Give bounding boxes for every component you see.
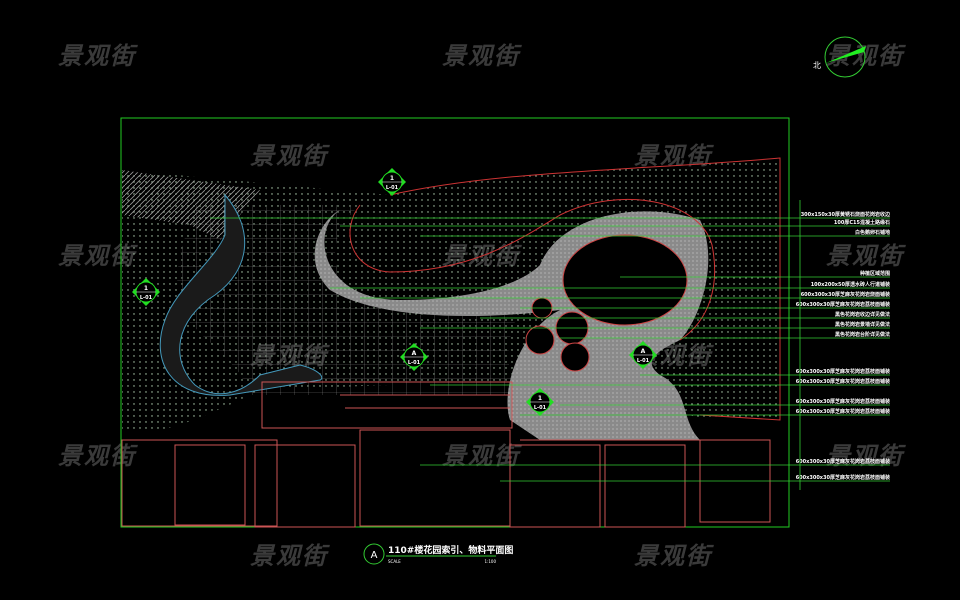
material-label: 黑色花岗岩景墙详见做法	[835, 321, 890, 328]
title-marker: A	[371, 550, 378, 561]
material-label: 600x300x30厚芝麻灰花岗岩荔枝面铺装	[796, 368, 890, 375]
detail-callout[interactable]: A L-01	[400, 343, 428, 371]
material-label: 300x150x30厚黄锈石烧面花岗岩收边	[801, 211, 891, 218]
detail-callout[interactable]: A L-01	[629, 341, 657, 369]
watermark: 景观街	[250, 542, 328, 570]
callout-number: 1	[538, 395, 542, 402]
detail-callout[interactable]: 1L-01	[378, 168, 406, 196]
title-scale-left: SCALE	[388, 559, 401, 564]
watermark: 景观街	[826, 242, 904, 270]
material-label: 600x300x30厚芝麻灰花岗岩荔枝面铺装	[796, 408, 890, 415]
callout-number: 1	[390, 175, 394, 182]
watermark: 景观街	[442, 42, 520, 70]
callout-sheet: L-01	[140, 295, 153, 301]
watermark: 景观街	[826, 42, 904, 70]
material-label: 600x300x30厚芝麻灰花岗岩荔枝面铺装	[796, 398, 890, 405]
title-scale-right: 1:100	[484, 559, 496, 564]
watermark: 景观街	[58, 42, 136, 70]
material-label: 黑色花岗岩台阶详见做法	[835, 331, 890, 338]
north-arrow-icon: 北	[813, 36, 866, 78]
callout-number: A	[412, 350, 417, 357]
detail-callout[interactable]: 1L-01	[526, 388, 554, 416]
material-label: 100厚C15混凝土路缘石	[834, 219, 890, 226]
material-label: 600x300x30厚芝麻灰花岗岩荔枝面铺装	[796, 458, 890, 465]
drawing-title: A 110#楼花园索引、物料平面图 SCALE 1:100	[363, 543, 513, 565]
detail-callout[interactable]: 1L-01	[132, 278, 160, 306]
callout-sheet: L-01	[408, 360, 421, 366]
material-label: 600x300x30厚芝麻灰花岗岩烧面铺装	[801, 291, 890, 298]
callout-number: A	[641, 348, 646, 355]
stream-path	[159, 193, 323, 396]
callout-number: 1	[144, 285, 148, 292]
material-label: 600x300x30厚芝麻灰花岗岩荔枝面铺装	[796, 301, 890, 308]
material-label: 600x300x30厚芝麻灰花岗岩荔枝面铺装	[796, 474, 890, 481]
material-label: 黑色花岗岩收边详见做法	[835, 311, 890, 318]
material-label: 100x200x50厚透水砖人行道铺装	[811, 281, 890, 288]
callout-sheet: L-01	[637, 358, 650, 364]
watermark: 景观街	[250, 142, 328, 170]
title-text: 110#楼花园索引、物料平面图	[388, 544, 513, 556]
callout-sheet: L-01	[386, 185, 399, 191]
paving-grid	[177, 205, 520, 395]
planter	[525, 325, 555, 355]
lawn-island	[562, 234, 688, 326]
material-label: 600x300x30厚芝麻灰花岗岩荔枝面铺装	[796, 378, 890, 385]
watermark: 景观街	[634, 542, 712, 570]
north-label: 北	[813, 61, 821, 70]
material-leaders: 300x150x30厚黄锈石烧面花岗岩收边100厚C15混凝土路缘石白色鹅卵石铺…	[210, 200, 891, 490]
planter	[560, 342, 590, 372]
material-label: 种植区域范围	[859, 270, 890, 277]
drawing-frame	[120, 117, 790, 528]
material-label: 白色鹅卵石铺地	[855, 229, 890, 236]
callout-sheet: L-01	[534, 405, 547, 411]
